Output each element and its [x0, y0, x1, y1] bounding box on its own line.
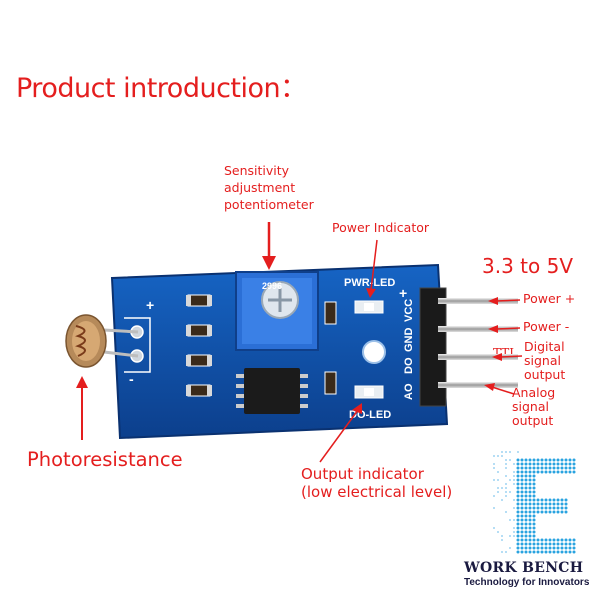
- pcb-board: + -: [112, 265, 447, 438]
- comparator-ic: [236, 368, 308, 414]
- pin-ao: [438, 382, 518, 388]
- pcb-pin-do: DO: [403, 357, 415, 374]
- header-pins: [438, 298, 518, 388]
- pin-header: [420, 288, 446, 406]
- pcb-plus-mark: +: [146, 297, 154, 313]
- pcb-pwr-led-text: PWR-LED: [344, 277, 395, 289]
- logo-name: WORK BENCH: [464, 560, 583, 576]
- pcb-pin-vcc: VCC: [403, 299, 415, 322]
- pcb-pin-ao: AO: [403, 383, 415, 400]
- pcb-plus-mark-right: +: [399, 285, 407, 301]
- work-bench-logo-mark: [493, 451, 576, 554]
- potentiometer: 2996: [236, 272, 318, 350]
- mounting-hole: [363, 341, 385, 363]
- pcb-minus-mark: -: [129, 371, 134, 387]
- pot-code: 2996: [262, 281, 282, 291]
- output-led: [355, 386, 383, 398]
- logo-tagline: Technology for Innovators: [464, 577, 589, 588]
- pcb-pin-gnd: GND: [403, 328, 415, 353]
- power-led: [355, 301, 383, 313]
